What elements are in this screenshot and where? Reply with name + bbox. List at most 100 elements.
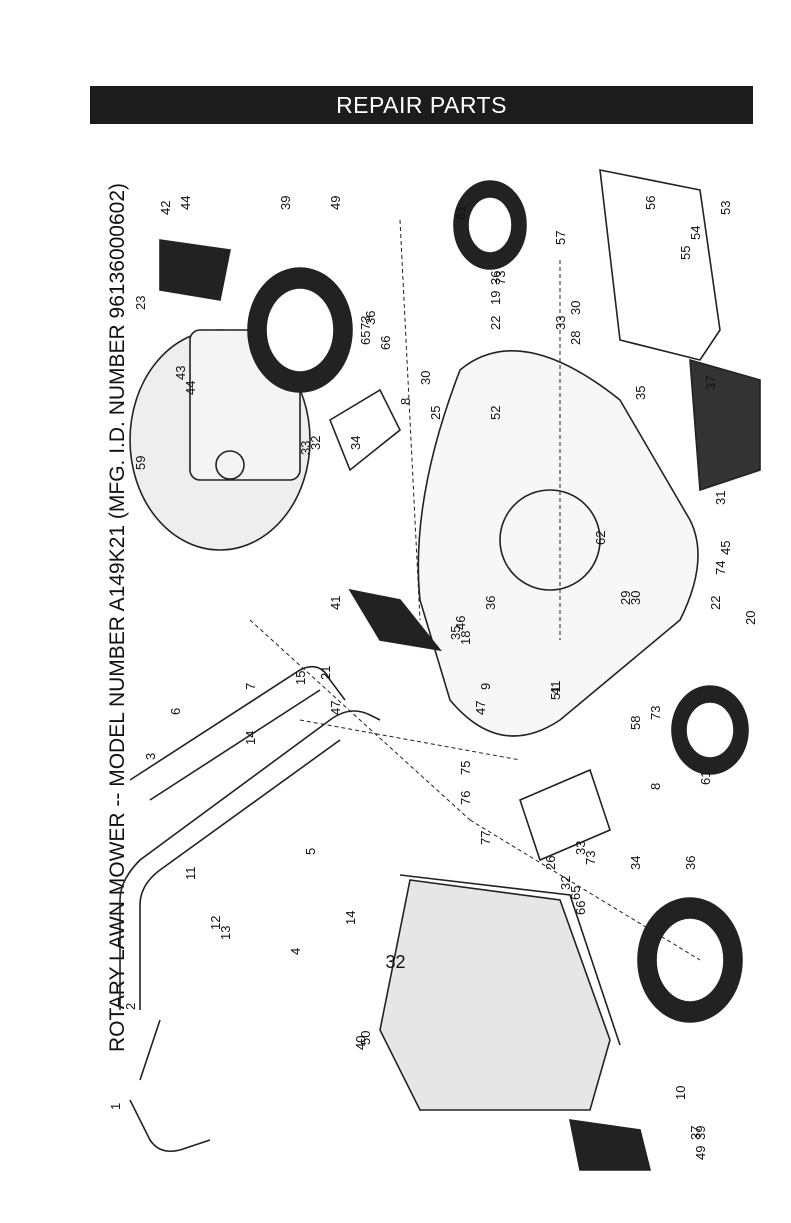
part-callout-6: 6 xyxy=(168,708,183,715)
part-callout-26: 26 xyxy=(543,856,558,870)
mower-deck xyxy=(417,350,699,737)
part-callout-1: 1 xyxy=(108,1103,123,1110)
part-callout-61: 61 xyxy=(698,771,713,785)
part-callout-50: 50 xyxy=(358,1031,373,1045)
part-callout-10: 10 xyxy=(673,1086,688,1100)
part-callout-39: 39 xyxy=(278,196,293,210)
mulch-plug xyxy=(159,239,231,301)
part-callout-30: 30 xyxy=(418,371,433,385)
deck-center-opening xyxy=(499,489,601,591)
assembly-guide-lines xyxy=(249,219,701,961)
part-callout-42: 42 xyxy=(158,201,173,215)
part-callout-23: 23 xyxy=(133,296,148,310)
part-callout-14: 14 xyxy=(343,911,358,925)
part-callout-47: 47 xyxy=(473,701,488,715)
part-callout-36: 36 xyxy=(483,596,498,610)
page-number: 32 xyxy=(385,952,406,972)
part-callout-46: 46 xyxy=(453,616,468,630)
part-callout-9: 9 xyxy=(478,683,493,690)
part-callout-34: 34 xyxy=(628,856,643,870)
part-callout-22: 22 xyxy=(708,596,723,610)
part-callout-77: 77 xyxy=(478,831,493,845)
part-callout-62: 62 xyxy=(593,531,608,545)
part-callout-75: 75 xyxy=(458,761,473,775)
part-callout-8: 8 xyxy=(398,398,413,405)
part-callout-41: 41 xyxy=(548,681,563,695)
part-callout-25: 25 xyxy=(428,406,443,420)
part-callout-33: 33 xyxy=(553,316,568,330)
rear-door xyxy=(348,588,442,652)
repair-parts-header: REPAIR PARTS xyxy=(90,86,753,124)
part-callout-34: 34 xyxy=(348,436,363,450)
part-callout-73: 73 xyxy=(583,851,598,865)
part-callout-28: 28 xyxy=(568,331,583,345)
part-callout-33: 33 xyxy=(573,841,588,855)
part-callout-12: 12 xyxy=(208,916,223,930)
part-callout-37: 37 xyxy=(703,376,718,390)
part-callout-33: 33 xyxy=(298,441,313,455)
part-callout-47: 47 xyxy=(328,701,343,715)
part-callout-55: 55 xyxy=(678,246,693,260)
part-callout-65: 65 xyxy=(358,331,373,345)
part-callout-7: 7 xyxy=(243,683,258,690)
part-callout-73: 73 xyxy=(648,706,663,720)
part-callout-39: 39 xyxy=(693,1126,708,1140)
part-callout-35: 35 xyxy=(633,386,648,400)
engine-cap xyxy=(215,450,245,480)
part-callout-40: 40 xyxy=(353,1036,368,1050)
part-callout-5: 5 xyxy=(303,848,318,855)
part-callout-30: 30 xyxy=(628,591,643,605)
height-adjuster-lower xyxy=(519,768,611,862)
part-callouts: 1234567889101112131414151819202122222325… xyxy=(108,196,758,1160)
part-callout-57: 57 xyxy=(553,231,568,245)
part-callout-8: 8 xyxy=(648,783,663,790)
bag-frame xyxy=(399,874,621,1046)
part-callout-13: 13 xyxy=(218,926,233,940)
part-callout-14: 14 xyxy=(243,731,258,745)
part-callout-3: 3 xyxy=(143,753,158,760)
part-callout-51: 51 xyxy=(548,686,563,700)
part-callout-53: 53 xyxy=(718,201,733,215)
part-callout-44: 44 xyxy=(178,196,193,210)
part-callout-29: 29 xyxy=(618,591,633,605)
part-callout-2: 2 xyxy=(123,1003,138,1010)
part-callout-76: 76 xyxy=(458,791,473,805)
wheel-front-bottom-hub xyxy=(685,701,735,759)
part-callout-59: 59 xyxy=(133,456,148,470)
part-callout-65: 65 xyxy=(568,886,583,900)
wheel-rear-top-hub xyxy=(265,287,335,373)
part-callout-32: 32 xyxy=(308,436,323,450)
side-chute xyxy=(689,358,761,492)
handle-bar-top xyxy=(129,665,346,781)
part-callout-56: 56 xyxy=(643,196,658,210)
part-callout-37: 37 xyxy=(688,1126,703,1140)
part-callout-44: 44 xyxy=(183,381,198,395)
part-callout-18: 18 xyxy=(458,631,473,645)
part-callout-35: 35 xyxy=(448,626,463,640)
part-callout-36: 36 xyxy=(488,271,503,285)
rear-flap xyxy=(568,1119,652,1171)
wheel-front-top-hub xyxy=(467,196,513,254)
part-callout-66: 66 xyxy=(573,901,588,915)
part-callout-49: 49 xyxy=(693,1146,708,1160)
part-callout-61: 61 xyxy=(453,206,468,220)
part-callout-73: 73 xyxy=(358,316,373,330)
part-callout-36: 36 xyxy=(683,856,698,870)
part-callout-32: 32 xyxy=(558,876,573,890)
lower-handle xyxy=(119,710,381,1010)
part-callout-41: 41 xyxy=(328,596,343,610)
upper-handle xyxy=(139,739,341,1010)
part-callout-4: 4 xyxy=(288,948,303,955)
part-callout-49: 49 xyxy=(328,196,343,210)
blade xyxy=(599,168,721,361)
part-callout-20: 20 xyxy=(743,611,758,625)
part-callout-22: 22 xyxy=(488,316,503,330)
part-callout-36: 36 xyxy=(363,311,378,325)
part-callout-74: 74 xyxy=(713,561,728,575)
part-callout-21: 21 xyxy=(318,666,333,680)
header-title: REPAIR PARTS xyxy=(336,91,507,118)
control-bail xyxy=(129,1099,211,1153)
wheel-rear-bottom-hub xyxy=(655,917,725,1003)
grass-bag xyxy=(379,879,611,1111)
